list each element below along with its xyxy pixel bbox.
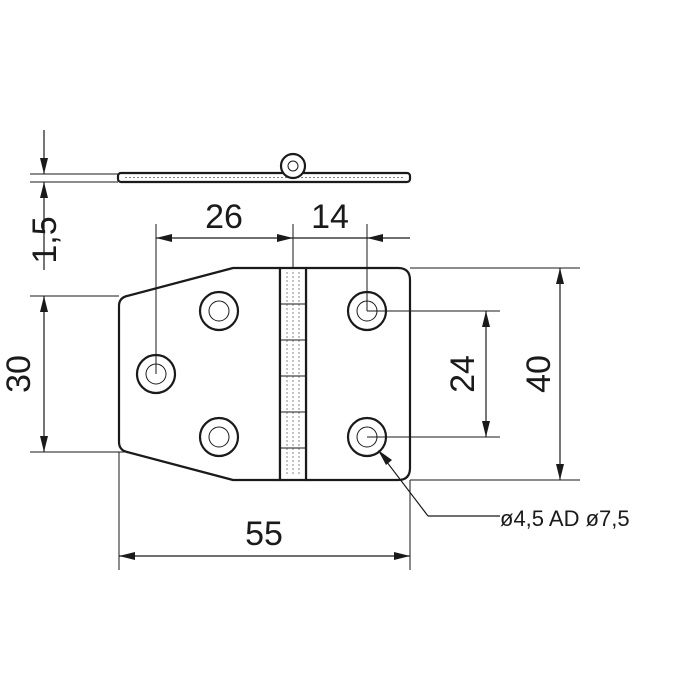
hinge-side-view	[30, 152, 412, 184]
dimension-total-height: 40	[410, 267, 580, 481]
left-height-label: 30	[0, 355, 38, 393]
dimension-thickness: 1,5	[26, 130, 64, 270]
thickness-label: 1,5	[26, 216, 64, 263]
dimension-hole-spacing: 24	[367, 310, 500, 438]
mounting-hole	[198, 290, 240, 332]
dimension-total-width: 55	[118, 452, 411, 570]
dimension-hole-to-pin: 26	[155, 198, 368, 374]
hole-to-pin-label: 26	[205, 198, 243, 236]
hole-note: ø4,5 AD ø7,5	[378, 450, 630, 531]
dimension-left-height: 30	[0, 295, 127, 453]
hinge-knuckle	[278, 266, 308, 482]
dimension-pin-to-hole: 14	[293, 198, 410, 242]
total-height-label: 40	[520, 355, 558, 393]
hinge-front-view	[117, 266, 412, 482]
pin-to-hole-label: 14	[311, 198, 349, 236]
mounting-hole	[198, 416, 240, 458]
hole-spec-label: ø4,5 AD ø7,5	[500, 506, 630, 531]
total-width-label: 55	[245, 515, 283, 553]
hole-spacing-label: 24	[444, 355, 482, 393]
